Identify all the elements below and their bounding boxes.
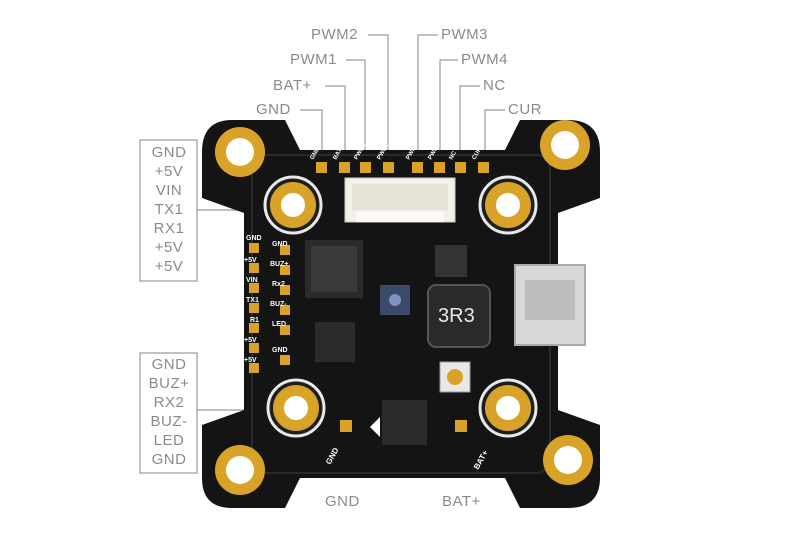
silk-right-1: BUZ+ — [270, 261, 288, 268]
left-top-3: TX1 — [154, 201, 184, 218]
silk-left-6: +5V — [244, 357, 257, 364]
jst-connector — [344, 177, 456, 223]
silk-left-4: R1 — [250, 317, 259, 324]
top-pads — [316, 162, 489, 173]
silkscreen-left-col: GND +5V VIN TX1 R1 +5V +5V — [244, 235, 262, 364]
label-bat-plus-bottom: BAT+ — [442, 493, 481, 510]
silk-left-3: TX1 — [246, 297, 259, 304]
side-pads — [249, 243, 290, 373]
label-gnd-top: GND — [256, 101, 291, 118]
silk-right-3: BUZ- — [270, 301, 287, 308]
silk-right-4: LED — [272, 321, 286, 328]
left-top-2: VIN — [155, 182, 183, 199]
left-top-4: RX1 — [153, 220, 185, 237]
label-pwm1: PWM1 — [290, 51, 337, 68]
label-gnd-bottom: GND — [325, 493, 360, 510]
left-top-1: +5V — [154, 163, 184, 180]
components — [305, 240, 586, 445]
silk-right-5: GND — [272, 347, 288, 354]
silk-top-6: NC — [449, 150, 459, 161]
label-bat-plus: BAT+ — [273, 77, 312, 94]
silk-right-0: GND — [272, 241, 288, 248]
silkscreen-right-col: GND BUZ+ Rx2 BUZ- LED GND — [270, 241, 288, 354]
silk-right-2: Rx2 — [272, 281, 285, 288]
silk-left-5: +5V — [244, 337, 257, 344]
inner-holes — [263, 175, 538, 438]
label-pwm2: PWM2 — [311, 26, 358, 43]
left-bottom-0: GND — [151, 356, 187, 373]
left-top-6: +5V — [154, 258, 184, 275]
left-bottom-5: GND — [151, 451, 187, 468]
label-pwm4: PWM4 — [461, 51, 508, 68]
left-bottom-2: RX2 — [153, 394, 185, 411]
left-top-5: +5V — [154, 239, 184, 256]
silk-left-0: GND — [246, 235, 262, 242]
left-top-0: GND — [151, 144, 187, 161]
label-pwm3: PWM3 — [441, 26, 488, 43]
corner-pads — [215, 120, 593, 495]
left-bottom-3: BUZ- — [150, 413, 188, 430]
label-nc: NC — [483, 77, 506, 94]
silk-left-2: VIN — [246, 277, 258, 284]
left-bottom-4: LED — [153, 432, 185, 449]
label-cur: CUR — [508, 101, 542, 118]
left-bottom-1: BUZ+ — [148, 375, 190, 392]
inductor-marking: 3R3 — [438, 305, 475, 327]
silk-left-1: +5V — [244, 257, 257, 264]
